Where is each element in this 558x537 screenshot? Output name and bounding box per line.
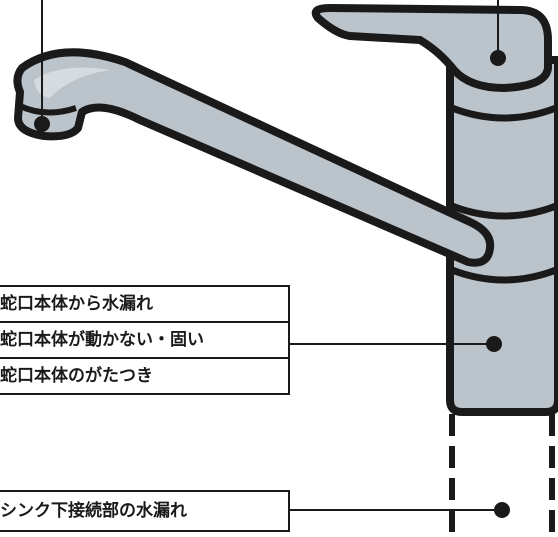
spout-highlight xyxy=(34,67,110,98)
spout-aerator-band xyxy=(18,103,77,116)
sink-connection-label-group: シンク下接続部の水漏れ xyxy=(0,490,290,532)
body-band-lower xyxy=(450,266,558,284)
callout-dot-icon xyxy=(490,50,506,66)
label-sink-connection-leak: シンク下接続部の水漏れ xyxy=(0,501,187,521)
callout-dot-icon xyxy=(486,336,502,352)
lever-handle xyxy=(311,4,552,92)
body-issue-label-group: 蛇口本体から水漏れ 蛇口本体が動かない・固い 蛇口本体のがたつき xyxy=(0,285,290,395)
faucet-spout xyxy=(13,48,495,267)
label-body-stiff: 蛇口本体が動かない・固い xyxy=(0,323,288,359)
callout-dot-icon xyxy=(34,116,50,132)
body-band-middle xyxy=(450,202,558,220)
body-band-upper xyxy=(450,104,558,122)
label-body-leak: 蛇口本体から水漏れ xyxy=(0,287,288,323)
label-body-wobble: 蛇口本体のがたつき xyxy=(0,366,153,386)
callout-dot-icon xyxy=(494,502,510,518)
